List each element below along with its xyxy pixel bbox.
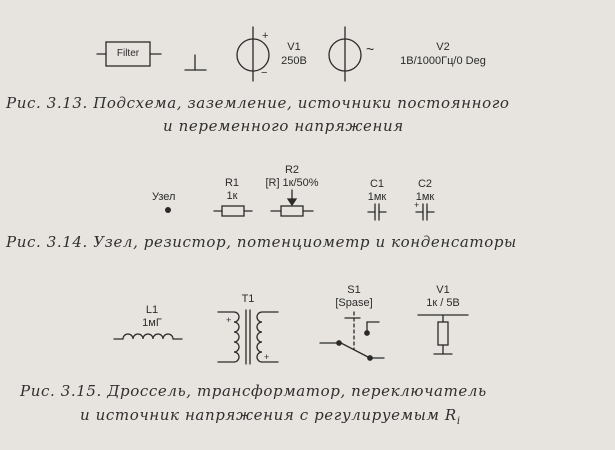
r2-value: [R] 1к/50% — [265, 177, 319, 189]
v1-name: V1 — [287, 41, 301, 53]
voltage-source-with-ri-symbol — [417, 314, 469, 355]
s1-name: S1 — [347, 284, 361, 296]
c1-name: C1 — [369, 178, 385, 190]
c2-value: 1мк — [415, 191, 435, 203]
r1-name: R1 — [224, 177, 240, 189]
filter-label: Filter — [116, 48, 140, 59]
resistor-r1-symbol — [213, 205, 253, 217]
figure-3-13-caption-line2: и переменного напряжения — [163, 117, 404, 135]
v1-ri-value: 1к / 5В — [426, 297, 460, 309]
v1-minus-sign: − — [261, 67, 268, 79]
keyboard-switch-s1-symbol — [319, 311, 385, 361]
r2-name: R2 — [284, 164, 300, 176]
t1-name: T1 — [241, 293, 255, 305]
figure-3-15-caption-line1: Рис. 3.15. Дроссель, трансформатор, пере… — [20, 382, 487, 400]
v2-name: V2 — [436, 41, 450, 53]
ac-voltage-source-symbol — [328, 26, 362, 82]
figure-3-15-caption-line2-text: и источник напряжения с регулируемым R — [80, 406, 457, 424]
v1-ri-name: V1 — [436, 284, 450, 296]
t1-primary-plus-sign: + — [226, 315, 232, 325]
v1-value: 250В — [281, 55, 307, 67]
ac-tilde-mark: ~ — [366, 41, 375, 57]
capacitor-c1-symbol — [367, 203, 387, 221]
l1-name: L1 — [145, 304, 159, 316]
t1-secondary-plus-sign: + — [264, 352, 270, 362]
figure-3-15-caption-line2: и источник напряжения с регулируемым Ri — [80, 406, 461, 431]
c2-plus-sign: + — [414, 200, 420, 210]
ground-symbol — [184, 54, 207, 71]
figure-3-13-caption-line1: Рис. 3.13. Подсхема, заземление, источни… — [6, 94, 510, 112]
v2-value: 1В/1000Гц/0 Deg — [400, 55, 486, 67]
node-label: Узел — [152, 191, 176, 203]
subcircuit-filter-symbol — [96, 41, 162, 67]
figure-3-14-caption: Рис. 3.14. Узел, резистор, потенциометр … — [6, 233, 517, 251]
potentiometer-r2-symbol — [270, 189, 314, 217]
node-symbol — [165, 207, 171, 213]
v1-plus-sign: + — [262, 30, 269, 42]
c2-name: C2 — [417, 178, 433, 190]
r1-value: 1к — [226, 190, 238, 202]
l1-value: 1мГ — [142, 317, 162, 329]
s1-key-label: [Spase] — [335, 297, 373, 309]
dc-voltage-source-symbol — [236, 26, 270, 82]
inductor-l1-symbol — [113, 333, 183, 340]
c1-value: 1мк — [367, 191, 387, 203]
electrolytic-capacitor-c2-symbol — [415, 203, 435, 221]
transformer-t1-symbol — [217, 309, 279, 365]
figure-3-15-caption-subscript: i — [456, 416, 461, 427]
